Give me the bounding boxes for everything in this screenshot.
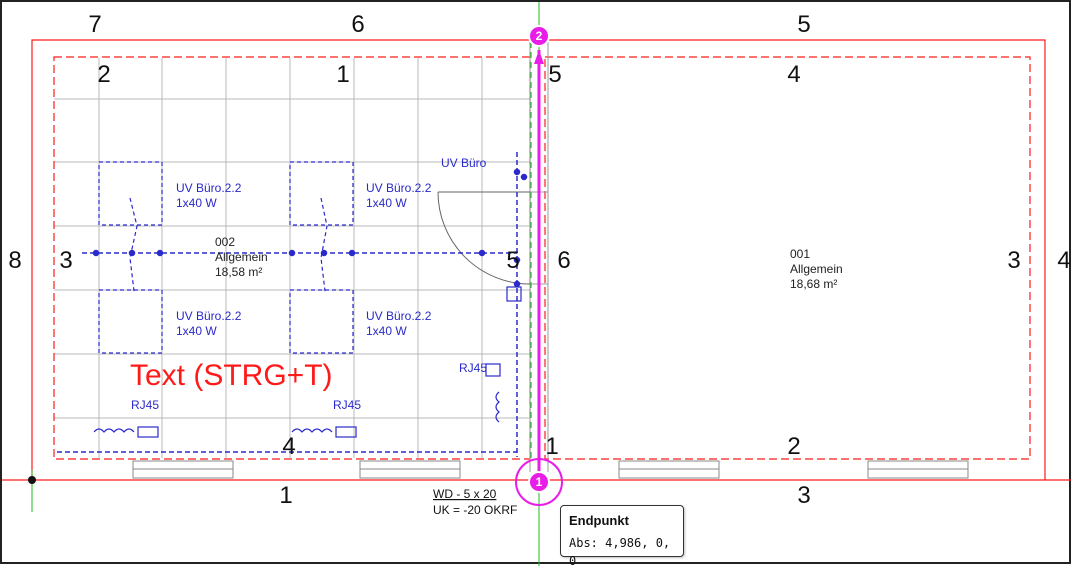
end-point-marker[interactable]: 2 [528,25,550,47]
fixture-label: UV Büro.2.2 [366,181,432,195]
fixture-label: UV Büro.2.2 [366,309,432,323]
tooltip-coordinates: Abs: 4,986, 0, 0 [569,536,671,568]
snap-tooltip: Endpunkt Abs: 4,986, 0, 0 [560,505,684,568]
fixture-power: 1x40 W [366,196,407,210]
luminaires [98,161,354,354]
annotation-text[interactable]: Text (STRG+T) [130,359,333,392]
fixture-power: 1x40 W [176,324,217,338]
rj45-label: RJ45 [459,361,487,375]
left-room-number-bottom-right: 1 [545,433,558,460]
edge-number-top-right: 5 [797,11,810,38]
start-point-marker[interactable]: 1 [515,458,563,506]
left-room-boundary[interactable] [53,56,531,460]
left-room-number-top-center: 1 [336,61,349,88]
edge-number-right: 4 [1057,247,1070,274]
fixture-label: UV Büro.2.2 [176,309,242,323]
left-room-area[interactable]: 18,58 m² [215,265,262,279]
right-room-number-bottom: 2 [787,433,800,460]
left-room-number-top-right: 5 [548,61,561,88]
fixture-power: 1x40 W [176,196,217,210]
measure-line[interactable] [534,50,544,472]
window-label-line1: WD - 5 x 20 [433,487,497,501]
fixture-label: UV Büro.2.2 [176,181,242,195]
rj45-label: RJ45 [131,398,159,412]
right-room-area[interactable]: 18,68 m² [790,277,837,291]
left-room-id[interactable]: 002 [215,235,235,249]
left-room-number-left: 3 [59,247,72,274]
window-label-line2: UK = -20 OKRF [433,503,517,517]
edge-number-bottom-left: 1 [279,482,292,509]
right-room-id[interactable]: 001 [790,247,810,261]
edge-number-bottom-right: 3 [797,482,810,509]
uv-label: UV Büro [441,156,487,170]
origin-dot[interactable] [28,476,36,484]
left-room-number-top-left: 2 [97,61,110,88]
end-point-label: 2 [536,29,543,43]
start-point-label: 1 [536,475,543,489]
right-room-name[interactable]: Allgemein [790,262,843,276]
tooltip-title: Endpunkt [569,513,629,528]
right-room-number-right: 3 [1007,247,1020,274]
fixture-power: 1x40 W [366,324,407,338]
left-room-number-right: 5 [506,247,519,274]
edge-number-left: 8 [8,247,21,274]
edge-number-top-left: 7 [88,11,101,38]
edge-number-top-center: 6 [351,11,364,38]
windows [132,460,969,479]
door-swing [437,191,531,285]
right-room-boundary[interactable] [544,56,1031,460]
left-room-name[interactable]: Allgemein [215,250,268,264]
right-room-number-top: 4 [787,61,800,88]
cable-run [57,152,528,457]
rj45-label: RJ45 [333,398,361,412]
right-room-number-left: 6 [557,247,570,274]
left-room-number-bottom: 4 [282,433,295,460]
left-room-grid [54,58,530,458]
socket-symbols [93,286,522,438]
